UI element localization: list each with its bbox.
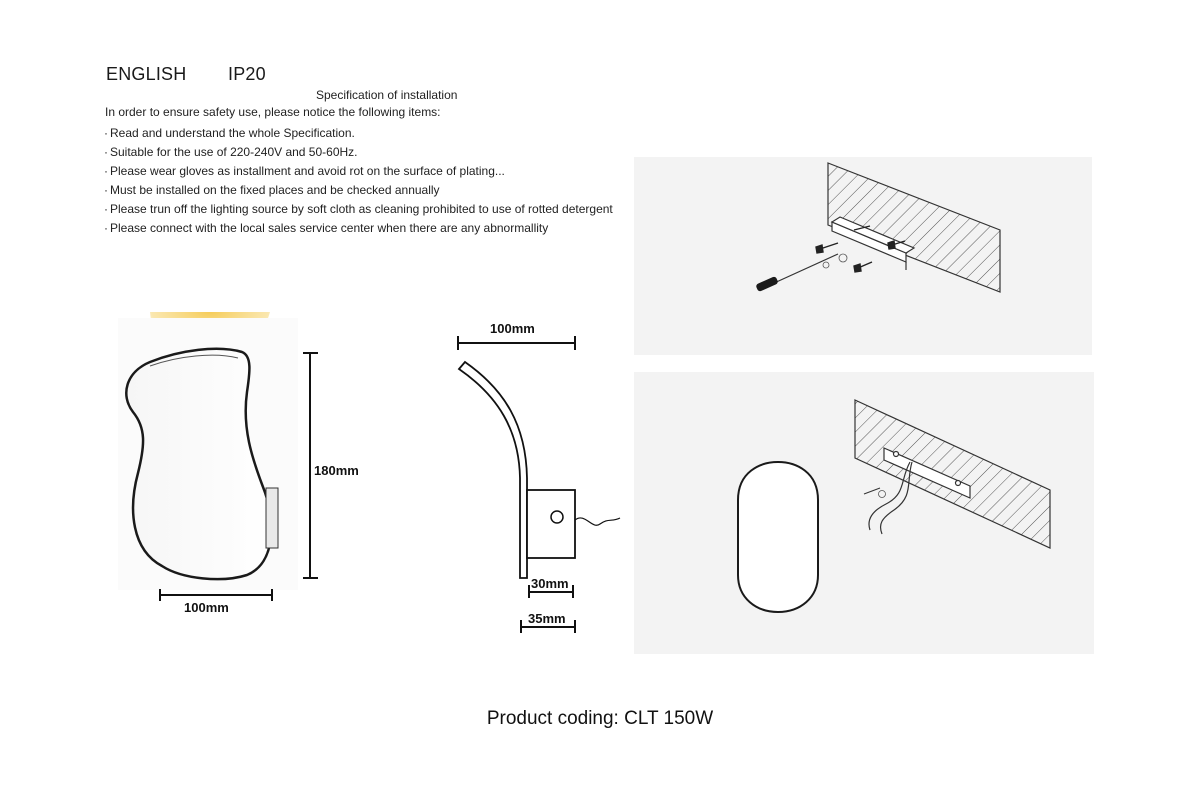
- mounted-bracket: [883, 447, 971, 499]
- lamp-front-outline: [737, 460, 819, 614]
- height-dimension-line: [303, 352, 318, 579]
- lamp-mount-plate: [265, 487, 279, 549]
- ip-rating: IP20: [228, 64, 266, 84]
- screws: [815, 225, 906, 273]
- base-dimension-line-1: [528, 585, 574, 598]
- spec-item: Suitable for the use of 220-240V and 50-…: [104, 143, 613, 162]
- step-marker-circle: [878, 490, 886, 498]
- spec-item: Please connect with the local sales serv…: [104, 219, 613, 238]
- lamp-inner-edge: [149, 354, 239, 367]
- wall-section: [827, 162, 1001, 293]
- side-base-block: [526, 489, 576, 559]
- language-label: ENGLISH: [106, 64, 187, 84]
- spec-item: Must be installed on the fixed places an…: [104, 181, 613, 200]
- wall-section: [854, 399, 1051, 549]
- spec-intro: In order to ensure safety use, please no…: [105, 105, 441, 119]
- width-dimension-line: [159, 589, 273, 601]
- depth-dimension-line: [457, 336, 576, 350]
- wires: [868, 461, 913, 535]
- spec-list: Read and understand the whole Specificat…: [104, 124, 613, 238]
- spec-title: Specification of installation: [316, 88, 458, 102]
- washer: [822, 261, 830, 269]
- depth-label: 100mm: [490, 321, 535, 336]
- width-label: 100mm: [184, 600, 229, 615]
- step-marker-circle: [838, 253, 848, 263]
- product-coding: Product coding: CLT 150W: [486, 708, 714, 729]
- base-width-label-30: 30mm: [531, 576, 569, 591]
- spec-item: Please wear gloves as installment and av…: [104, 162, 613, 181]
- arrow-line: [863, 487, 881, 495]
- height-label: 180mm: [314, 463, 359, 478]
- power-cable: [574, 517, 621, 526]
- base-dimension-line-2: [520, 620, 576, 633]
- spec-item: Read and understand the whole Specificat…: [104, 124, 613, 143]
- spec-item: Please trun off the lighting source by s…: [104, 200, 613, 219]
- side-arm-outline: [457, 360, 528, 579]
- screwdriver-icon: [756, 253, 839, 292]
- lamp-body-outline: [125, 347, 273, 581]
- base-width-label-35: 35mm: [528, 611, 566, 626]
- side-screw-hole: [550, 510, 564, 524]
